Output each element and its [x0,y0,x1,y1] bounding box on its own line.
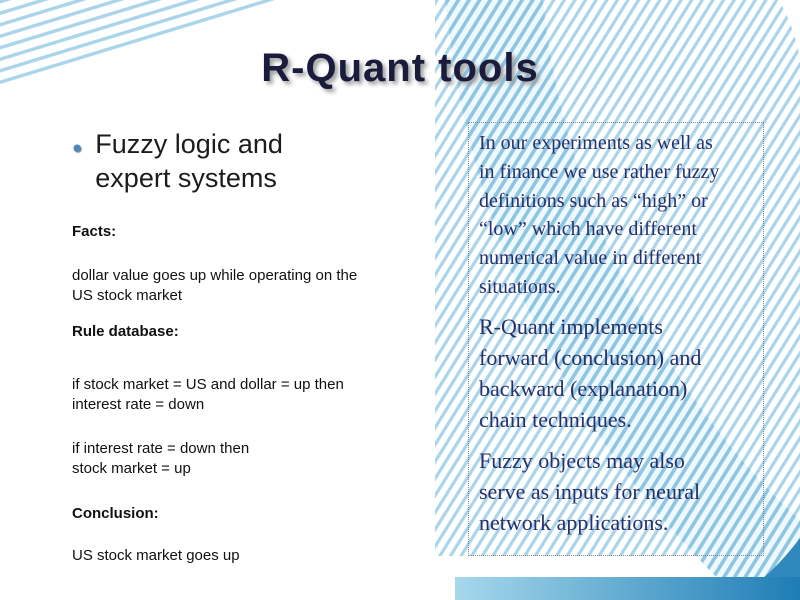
right-note-box: In our experiments as well as in finance… [468,122,764,556]
bullet-item-text: Fuzzy logic and expert systems [95,129,283,193]
bottom-bar-decoration [455,577,800,600]
facts-text: dollar value goes up while operating on … [72,266,358,304]
note-paragraph-1: In our experiments as well as in finance… [479,132,720,298]
note-paragraph-3: Fuzzy objects may also serve as inputs f… [479,447,701,536]
note-paragraph-2: R-Quant implements forward (conclusion) … [479,313,702,433]
bullet-icon: ● [72,138,83,157]
conclusion-text: US stock market goes up [72,546,240,564]
bullet-item: ● Fuzzy logic and expert systems [72,128,422,196]
slide-title: R-Quant tools [261,46,539,90]
rule-database-heading: Rule database: [72,323,179,341]
rule-2-text: if interest rate = down then stock marke… [72,440,250,478]
left-column: ● Fuzzy logic and expert systems Facts: … [72,128,422,566]
rule-1-text: if stock market = US and dollar = up the… [72,375,344,413]
conclusion-heading: Conclusion: [72,504,159,522]
facts-heading: Facts: [72,222,117,240]
